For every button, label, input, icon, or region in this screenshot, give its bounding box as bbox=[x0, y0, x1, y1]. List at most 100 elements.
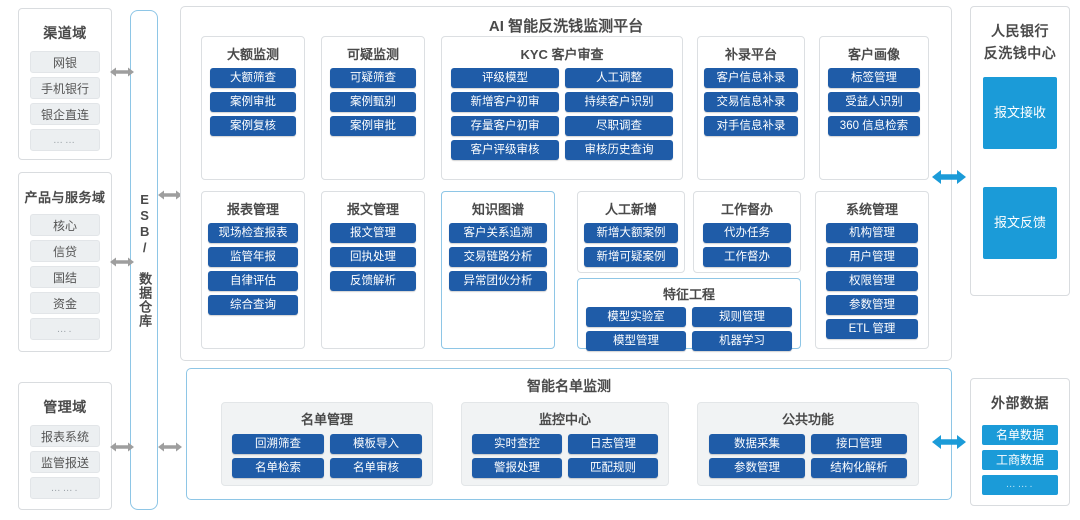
module-button[interactable]: 持续客户识别 bbox=[565, 92, 673, 112]
button-group: 机构管理 用户管理 权限管理 参数管理 ETL 管理 bbox=[816, 223, 928, 339]
module-button[interactable]: 可疑筛查 bbox=[330, 68, 416, 88]
card-title: 名单管理 bbox=[300, 412, 353, 427]
button-group: 可疑筛查 案例甄别 案例审批 bbox=[322, 68, 424, 136]
external-data-item[interactable]: 名单数据 bbox=[982, 425, 1058, 445]
external-data-item-more[interactable]: ……. bbox=[982, 475, 1058, 495]
domain-item[interactable]: 手机银行 bbox=[30, 77, 100, 99]
module-button[interactable]: 评级模型 bbox=[451, 68, 559, 88]
pboc-message-receive-button[interactable]: 报文接收 bbox=[983, 77, 1057, 149]
domain-item[interactable]: 核心 bbox=[30, 214, 100, 236]
button-group: 评级模型 人工调整 新增客户初审 持续客户识别 存量客户初审 尽职调查 客户评级… bbox=[442, 68, 682, 160]
esb-label: ESB/ 数据仓库 bbox=[137, 192, 153, 328]
card-title: 报文管理 bbox=[346, 202, 399, 217]
arrow-esb-to-list-monitoring bbox=[158, 440, 182, 454]
module-button[interactable]: 数据采集 bbox=[709, 434, 805, 454]
module-button[interactable]: 警报处理 bbox=[472, 458, 562, 478]
module-button[interactable]: 反馈解析 bbox=[330, 271, 416, 291]
domain-item[interactable]: 报表系统 bbox=[30, 425, 100, 447]
module-button[interactable]: 名单审核 bbox=[330, 458, 422, 478]
module-button[interactable]: 大额筛查 bbox=[210, 68, 296, 88]
module-button[interactable]: 权限管理 bbox=[826, 271, 918, 291]
module-button[interactable]: 新增可疑案例 bbox=[584, 247, 678, 267]
module-button[interactable]: 综合查询 bbox=[208, 295, 298, 315]
card-kyc-customer-review: KYC 客户审查 评级模型 人工调整 新增客户初审 持续客户识别 存量客户初审 … bbox=[441, 36, 683, 180]
panel-pboc-aml-center: 人民银行 反洗钱中心 报文接收 报文反馈 bbox=[970, 6, 1070, 296]
module-button[interactable]: 日志管理 bbox=[568, 434, 658, 454]
arrow-channel-to-esb bbox=[110, 65, 134, 79]
module-button[interactable]: 案例甄别 bbox=[330, 92, 416, 112]
module-button[interactable]: 新增大额案例 bbox=[584, 223, 678, 243]
button-group: 客户信息补录 交易信息补录 对手信息补录 bbox=[698, 68, 804, 136]
external-data-item[interactable]: 工商数据 bbox=[982, 450, 1058, 470]
card-title: 补录平台 bbox=[724, 47, 777, 62]
module-button[interactable]: 接口管理 bbox=[811, 434, 907, 454]
module-button[interactable]: 标签管理 bbox=[828, 68, 920, 88]
module-button[interactable]: 客户评级审核 bbox=[451, 140, 559, 160]
module-button[interactable]: 对手信息补录 bbox=[704, 116, 798, 136]
card-title: KYC 客户审查 bbox=[520, 47, 604, 62]
panel-title: 外部数据 bbox=[991, 395, 1049, 411]
module-button[interactable]: 机构管理 bbox=[826, 223, 918, 243]
module-button[interactable]: 模型管理 bbox=[586, 331, 686, 351]
domain-item-more[interactable]: ……. bbox=[30, 477, 100, 499]
module-button[interactable]: 交易信息补录 bbox=[704, 92, 798, 112]
card-title: 监控中心 bbox=[538, 412, 591, 427]
button-group: 报文管理 回执处理 反馈解析 bbox=[322, 223, 424, 291]
button-group: 新增大额案例 新增可疑案例 bbox=[578, 223, 684, 267]
domain-item[interactable]: 国结 bbox=[30, 266, 100, 288]
module-button[interactable]: 案例审批 bbox=[330, 116, 416, 136]
module-button[interactable]: 模型实验室 bbox=[586, 307, 686, 327]
module-button[interactable]: 监管年报 bbox=[208, 247, 298, 267]
module-button[interactable]: 人工调整 bbox=[565, 68, 673, 88]
module-button[interactable]: 现场检查报表 bbox=[208, 223, 298, 243]
domain-item[interactable]: 信贷 bbox=[30, 240, 100, 262]
module-button[interactable]: 工作督办 bbox=[703, 247, 791, 267]
module-button[interactable]: 受益人识别 bbox=[828, 92, 920, 112]
module-button[interactable]: 匹配规则 bbox=[568, 458, 658, 478]
platform-title: AI 智能反洗钱监测平台 bbox=[488, 18, 644, 35]
module-button[interactable]: 规则管理 bbox=[692, 307, 792, 327]
module-button[interactable]: 案例审批 bbox=[210, 92, 296, 112]
domain-item-more[interactable]: …… bbox=[30, 129, 100, 151]
arrow-list-monitoring-to-external-data bbox=[932, 433, 966, 451]
module-button[interactable]: 交易链路分析 bbox=[449, 247, 547, 267]
module-button[interactable]: 报文管理 bbox=[330, 223, 416, 243]
module-button[interactable]: 自律评估 bbox=[208, 271, 298, 291]
module-button[interactable]: 360 信息检索 bbox=[828, 116, 920, 136]
domain-item[interactable]: 网银 bbox=[30, 51, 100, 73]
module-button[interactable]: 回溯筛查 bbox=[232, 434, 324, 454]
panel-management-domain: 管理域 报表系统 监管报送 ……. bbox=[18, 382, 112, 510]
domain-item[interactable]: 银企直连 bbox=[30, 103, 100, 125]
module-button[interactable]: 审核历史查询 bbox=[565, 140, 673, 160]
module-button[interactable]: 回执处理 bbox=[330, 247, 416, 267]
domain-item-more[interactable]: …. bbox=[30, 318, 100, 340]
button-group: 回溯筛查 模板导入 名单检索 名单审核 bbox=[222, 434, 432, 478]
module-button[interactable]: 存量客户初审 bbox=[451, 116, 559, 136]
module-button[interactable]: 异常团伙分析 bbox=[449, 271, 547, 291]
domain-item[interactable]: 资金 bbox=[30, 292, 100, 314]
module-button[interactable]: 尽职调查 bbox=[565, 116, 673, 136]
panel-channel-domain: 渠道域 网银 手机银行 银企直连 …… bbox=[18, 8, 112, 160]
module-button[interactable]: 参数管理 bbox=[709, 458, 805, 478]
module-button[interactable]: 用户管理 bbox=[826, 247, 918, 267]
module-button[interactable]: 模板导入 bbox=[330, 434, 422, 454]
module-button[interactable]: 案例复核 bbox=[210, 116, 296, 136]
module-button[interactable]: 客户关系追溯 bbox=[449, 223, 547, 243]
button-group: 实时查控 日志管理 警报处理 匹配规则 bbox=[462, 434, 668, 478]
module-button[interactable]: 机器学习 bbox=[692, 331, 792, 351]
module-button[interactable]: 参数管理 bbox=[826, 295, 918, 315]
domain-item[interactable]: 监管报送 bbox=[30, 451, 100, 473]
module-button[interactable]: 代办任务 bbox=[703, 223, 791, 243]
module-button[interactable]: 结构化解析 bbox=[811, 458, 907, 478]
module-button[interactable]: ETL 管理 bbox=[826, 319, 918, 339]
module-button[interactable]: 新增客户初审 bbox=[451, 92, 559, 112]
esb-data-warehouse-bar: ESB/ 数据仓库 bbox=[130, 10, 158, 510]
module-button[interactable]: 实时查控 bbox=[472, 434, 562, 454]
button-group: 标签管理 受益人识别 360 信息检索 bbox=[820, 68, 928, 136]
module-button[interactable]: 客户信息补录 bbox=[704, 68, 798, 88]
card-customer-profile: 客户画像 标签管理 受益人识别 360 信息检索 bbox=[819, 36, 929, 180]
module-button[interactable]: 名单检索 bbox=[232, 458, 324, 478]
pboc-message-feedback-button[interactable]: 报文反馈 bbox=[983, 187, 1057, 259]
card-list-management: 名单管理 回溯筛查 模板导入 名单检索 名单审核 bbox=[221, 402, 433, 486]
